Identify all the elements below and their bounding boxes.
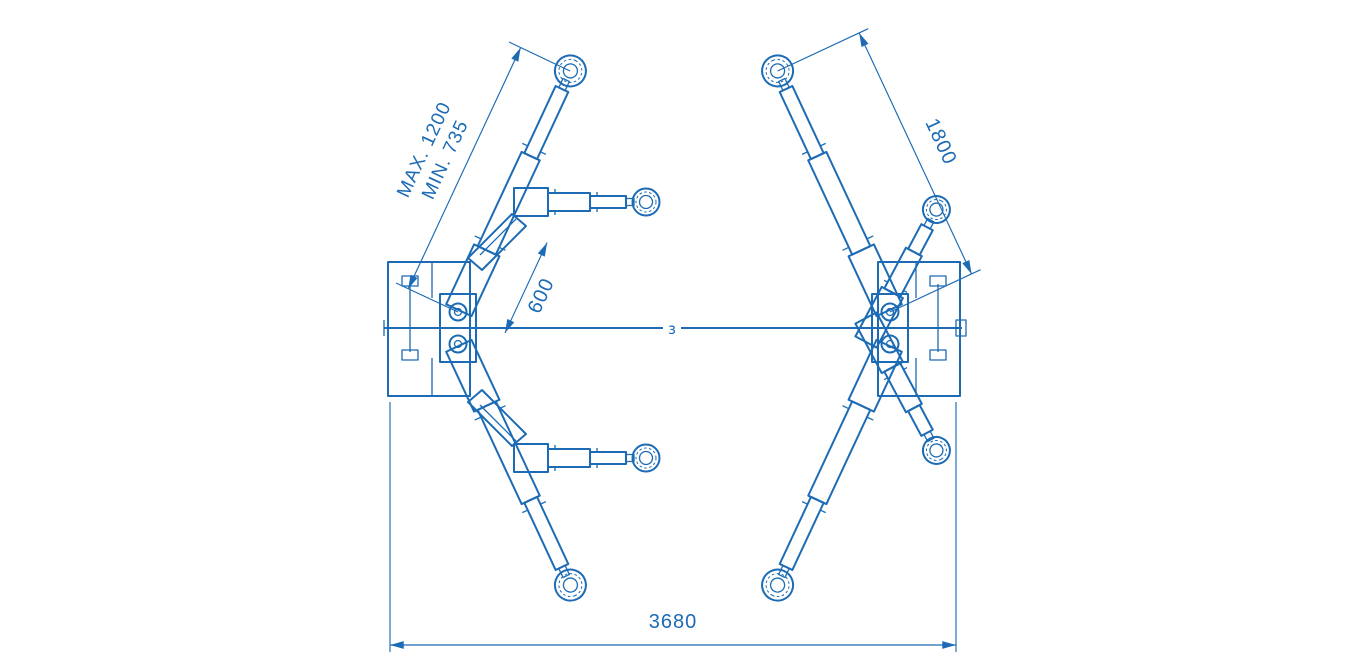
center-mark: ɜ — [668, 320, 676, 338]
arm-front-left — [442, 48, 594, 319]
arm-front-right — [754, 48, 906, 319]
dim-offset-600: 600 — [504, 242, 559, 334]
dim-arm-reach-maxmin: MAX. 1200 MIN. 735 — [393, 41, 571, 313]
label-1800: 1800 — [920, 115, 960, 168]
short-arm-front-right — [853, 190, 956, 350]
short-arm-rear-right — [853, 310, 956, 470]
dim-overall-3680: 3680 — [389, 402, 957, 652]
label-3680: 3680 — [649, 611, 698, 633]
short-arm-front-left — [467, 187, 661, 271]
right-column-base — [871, 261, 961, 397]
dim-arm-1800: 1800 — [777, 28, 981, 313]
arm-rear-right — [754, 337, 906, 608]
cross-beam-centerline: ɜ — [383, 318, 967, 338]
